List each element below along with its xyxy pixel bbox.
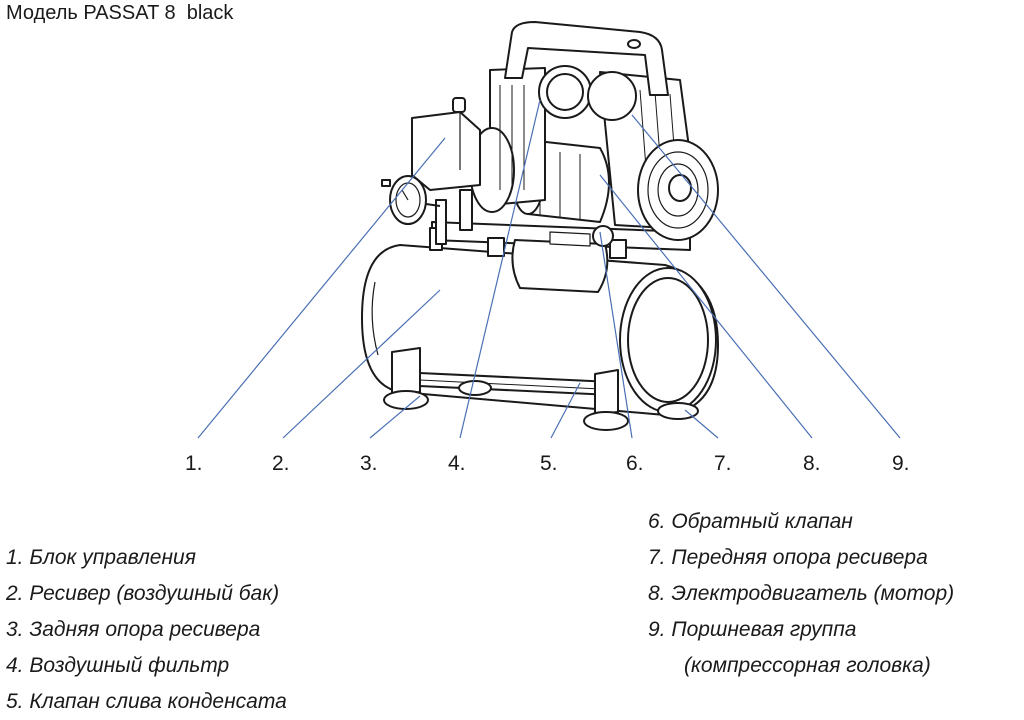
callout-1: 1. bbox=[185, 452, 203, 475]
callout-2: 2. bbox=[272, 452, 290, 475]
rear-foot-drawing bbox=[383, 347, 492, 410]
callout-9: 9. bbox=[892, 452, 910, 475]
diagram-title: Модель PASSAT 8 black bbox=[6, 2, 234, 24]
legend-item-9-continued: (компрессорная головка) bbox=[684, 654, 931, 677]
legend-item-2: 2. Ресивер (воздушный бак) bbox=[6, 582, 280, 605]
air-filter-drawing bbox=[538, 65, 637, 121]
leader-line-5 bbox=[550, 382, 581, 439]
callout-6: 6. bbox=[626, 452, 644, 475]
check-valve-drawing bbox=[511, 225, 614, 293]
left-head-drawing bbox=[469, 67, 546, 213]
leader-line-7 bbox=[684, 409, 719, 439]
compressor-illustration bbox=[361, 21, 719, 431]
leader-line-1 bbox=[197, 137, 446, 439]
leader-lines bbox=[197, 99, 901, 439]
leader-line-2 bbox=[282, 289, 441, 439]
callout-3: 3. bbox=[360, 452, 378, 475]
legend-item-9: 9. Поршневая группа bbox=[648, 618, 857, 641]
legend-item-4: 4. Воздушный фильтр bbox=[6, 654, 230, 677]
leader-line-6 bbox=[599, 231, 633, 439]
callout-numbers: 1. 2. 3. 4. 5. 6. 7. 8. 9. bbox=[185, 452, 910, 475]
legend-item-3: 3. Задняя опора ресивера bbox=[6, 618, 261, 641]
front-foot-drawing bbox=[583, 369, 699, 431]
receiver-tank-drawing bbox=[361, 244, 719, 416]
leader-line-8 bbox=[599, 174, 813, 439]
legend-item-1: 1. Блок управления bbox=[6, 546, 196, 569]
legend-left: 1. Блок управления 2. Ресивер (воздушный… bbox=[6, 540, 287, 720]
legend-item-5: 5. Клапан слива конденсата bbox=[6, 690, 287, 713]
pressure-switch-drawing bbox=[411, 97, 481, 245]
leader-line-9 bbox=[631, 114, 901, 439]
leader-line-3 bbox=[369, 395, 421, 439]
callout-8: 8. bbox=[803, 452, 821, 475]
callout-7: 7. bbox=[714, 452, 732, 475]
fan-cover-drawing bbox=[637, 139, 719, 241]
callout-4: 4. bbox=[448, 452, 466, 475]
legend-item-6: 6. Обратный клапан bbox=[648, 510, 853, 533]
leader-line-4 bbox=[459, 99, 541, 439]
legend-right: 6. Обратный клапан 7. Передняя опора рес… bbox=[648, 504, 954, 684]
legend-item-7: 7. Передняя опора ресивера bbox=[648, 546, 928, 569]
callout-5: 5. bbox=[540, 452, 558, 475]
legend-item-8: 8. Электродвигатель (мотор) bbox=[648, 582, 955, 605]
handle-drawing bbox=[504, 21, 669, 96]
